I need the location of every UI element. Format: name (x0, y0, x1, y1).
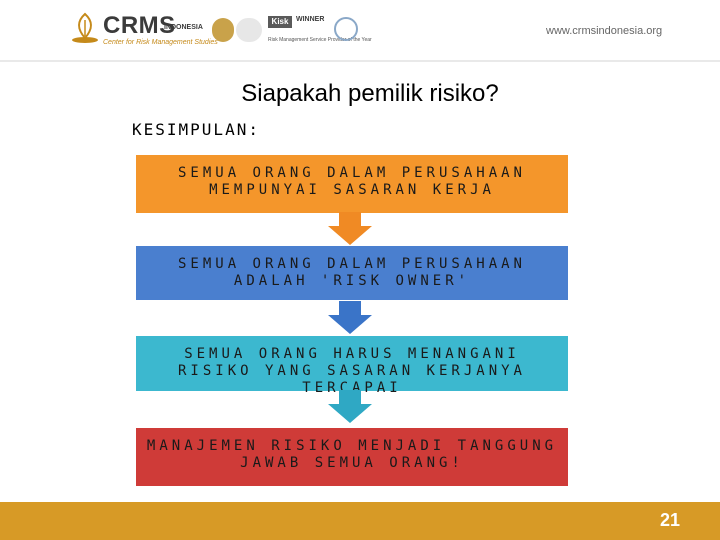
certification-badge-icon (334, 17, 358, 41)
step-4-line-2: JAWAB SEMUA ORANG! (240, 455, 464, 471)
header-divider (0, 60, 720, 62)
step-2-line-1: SEMUA ORANG DALAM PERUSAHAAN (177, 256, 526, 272)
award-logo: Kisk (268, 16, 292, 28)
brand-name: CRMS (103, 12, 176, 39)
slide-subtitle: KESIMPULAN: (132, 120, 260, 139)
step-box-2: SEMUA ORANG DALAM PERUSAHAAN ADALAH 'RIS… (136, 246, 568, 300)
down-arrow-icon (328, 301, 372, 334)
step-2-line-2: ADALAH 'RISK OWNER' (233, 273, 471, 289)
brand-tagline: Center for Risk Management Studies (103, 39, 218, 46)
award-subtitle: Risk Management Service Provider of the … (268, 37, 372, 43)
award-winner-label: WINNER (296, 16, 325, 23)
brand-suffix: INDONESIA (164, 24, 203, 31)
footer-bar: 21 (0, 502, 720, 540)
header-bar: CRMS INDONESIA Center for Risk Managemen… (0, 0, 720, 62)
step-box-1: SEMUA ORANG DALAM PERUSAHAAN MEMPUNYAI S… (136, 155, 568, 213)
crms-logo-icon (72, 12, 98, 43)
step-1-line-1: SEMUA ORANG DALAM PERUSAHAAN (177, 165, 526, 181)
step-3-line-1: SEMUA ORANG HARUS MENANGANI (184, 346, 520, 362)
award-badge-icon (212, 18, 234, 42)
page-number: 21 (659, 510, 680, 530)
step-1-line-2: MEMPUNYAI SASARAN KERJA (209, 182, 495, 198)
step-3-line-2: RISIKO YANG SASARAN KERJANYA TERCAPAI (177, 363, 526, 396)
step-box-4: MANAJEMEN RISIKO MENJADI TANGGUNG JAWAB … (136, 428, 568, 486)
step-4-line-1: MANAJEMEN RISIKO MENJADI TANGGUNG (146, 438, 558, 454)
step-box-3: SEMUA ORANG HARUS MENANGANI RISIKO YANG … (136, 336, 568, 396)
down-arrow-icon (328, 390, 372, 423)
award-badge-icon (236, 18, 262, 42)
down-arrow-icon (328, 212, 372, 245)
website-url[interactable]: www.crmsindonesia.org (546, 25, 663, 37)
slide-title: Siapakah pemilik risiko? (241, 80, 499, 107)
